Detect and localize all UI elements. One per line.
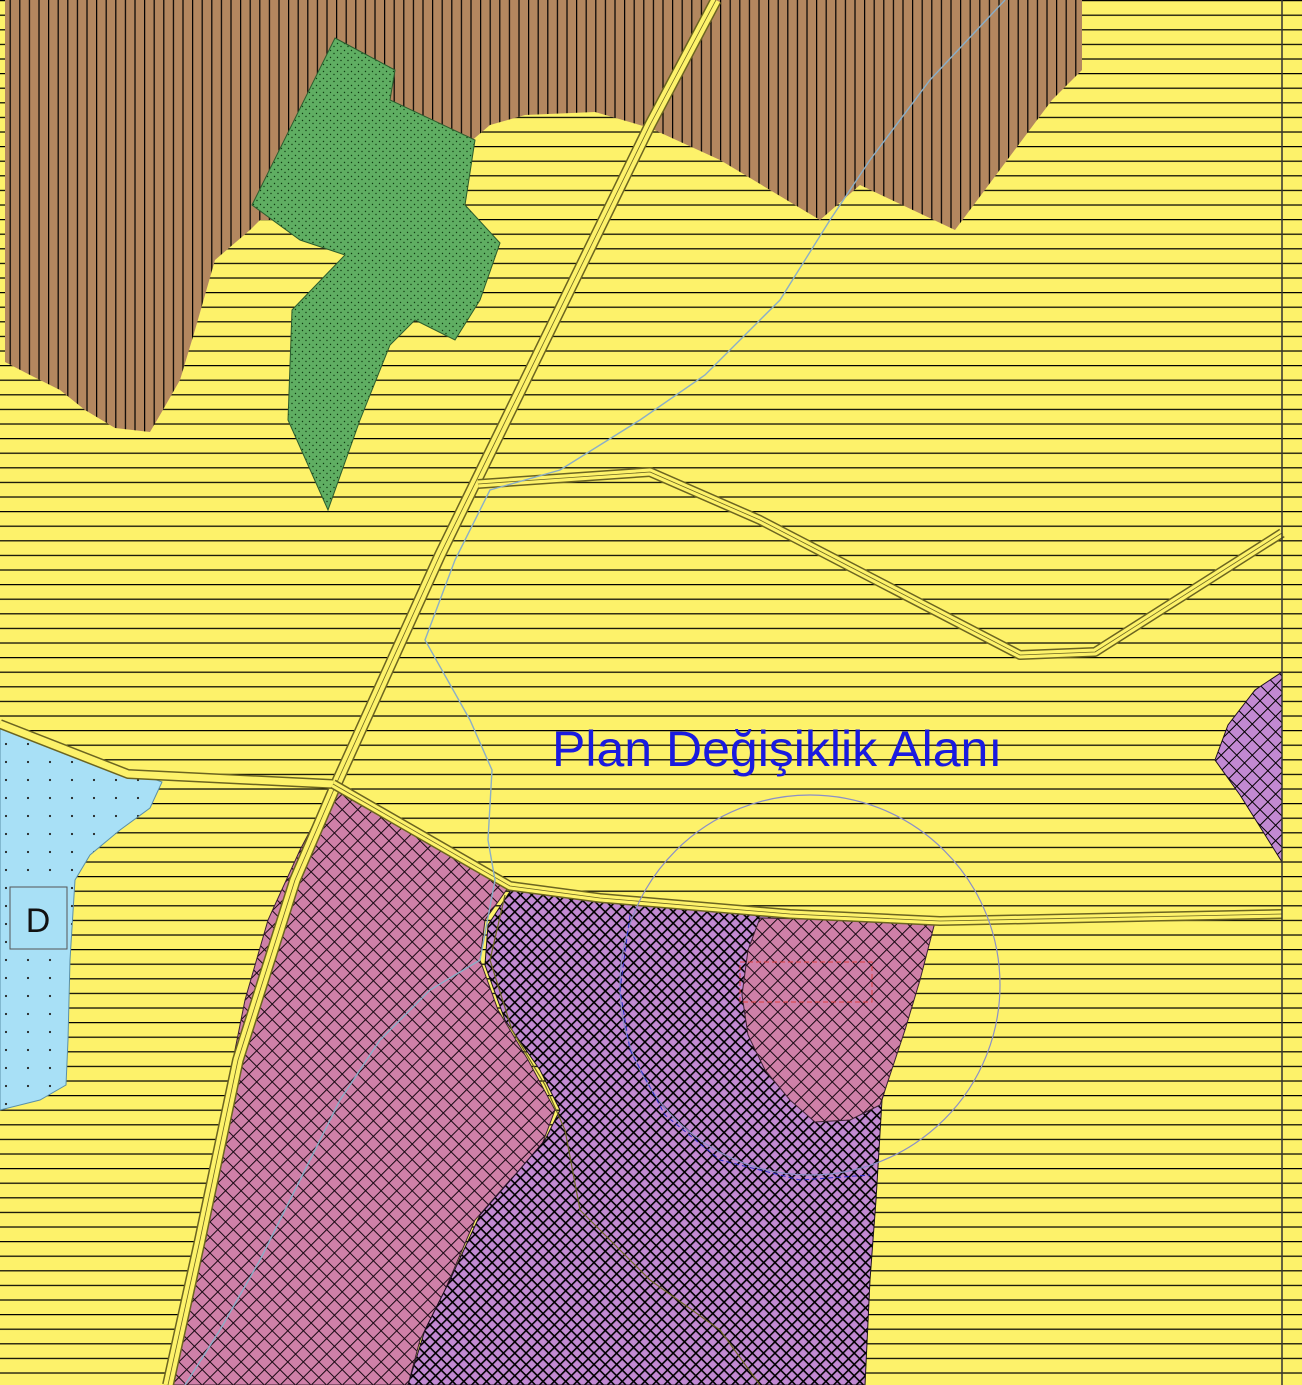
- pink-residential-area: [171, 786, 556, 1385]
- plan-change-parcel: [739, 961, 873, 1003]
- stream-line: [184, 0, 1006, 1385]
- area-code-box: D: [9, 886, 68, 950]
- south-road-centerline: [332, 783, 1283, 922]
- forest-area: [5, 0, 1082, 432]
- west-road-inner: [0, 720, 334, 788]
- plan-change-title: Plan Değişiklik Alanı: [552, 721, 1002, 777]
- green-area: [251, 37, 501, 512]
- plan-change-circle: [619, 794, 1001, 1176]
- east-road-centerline: [477, 471, 1283, 656]
- main-road-centerline: [167, 0, 717, 1385]
- purple-edge-area: [1214, 671, 1283, 864]
- area-code-label: D: [26, 902, 51, 940]
- inner-path: [489, 894, 761, 1385]
- plan-change-boundary-arc: [619, 914, 871, 1181]
